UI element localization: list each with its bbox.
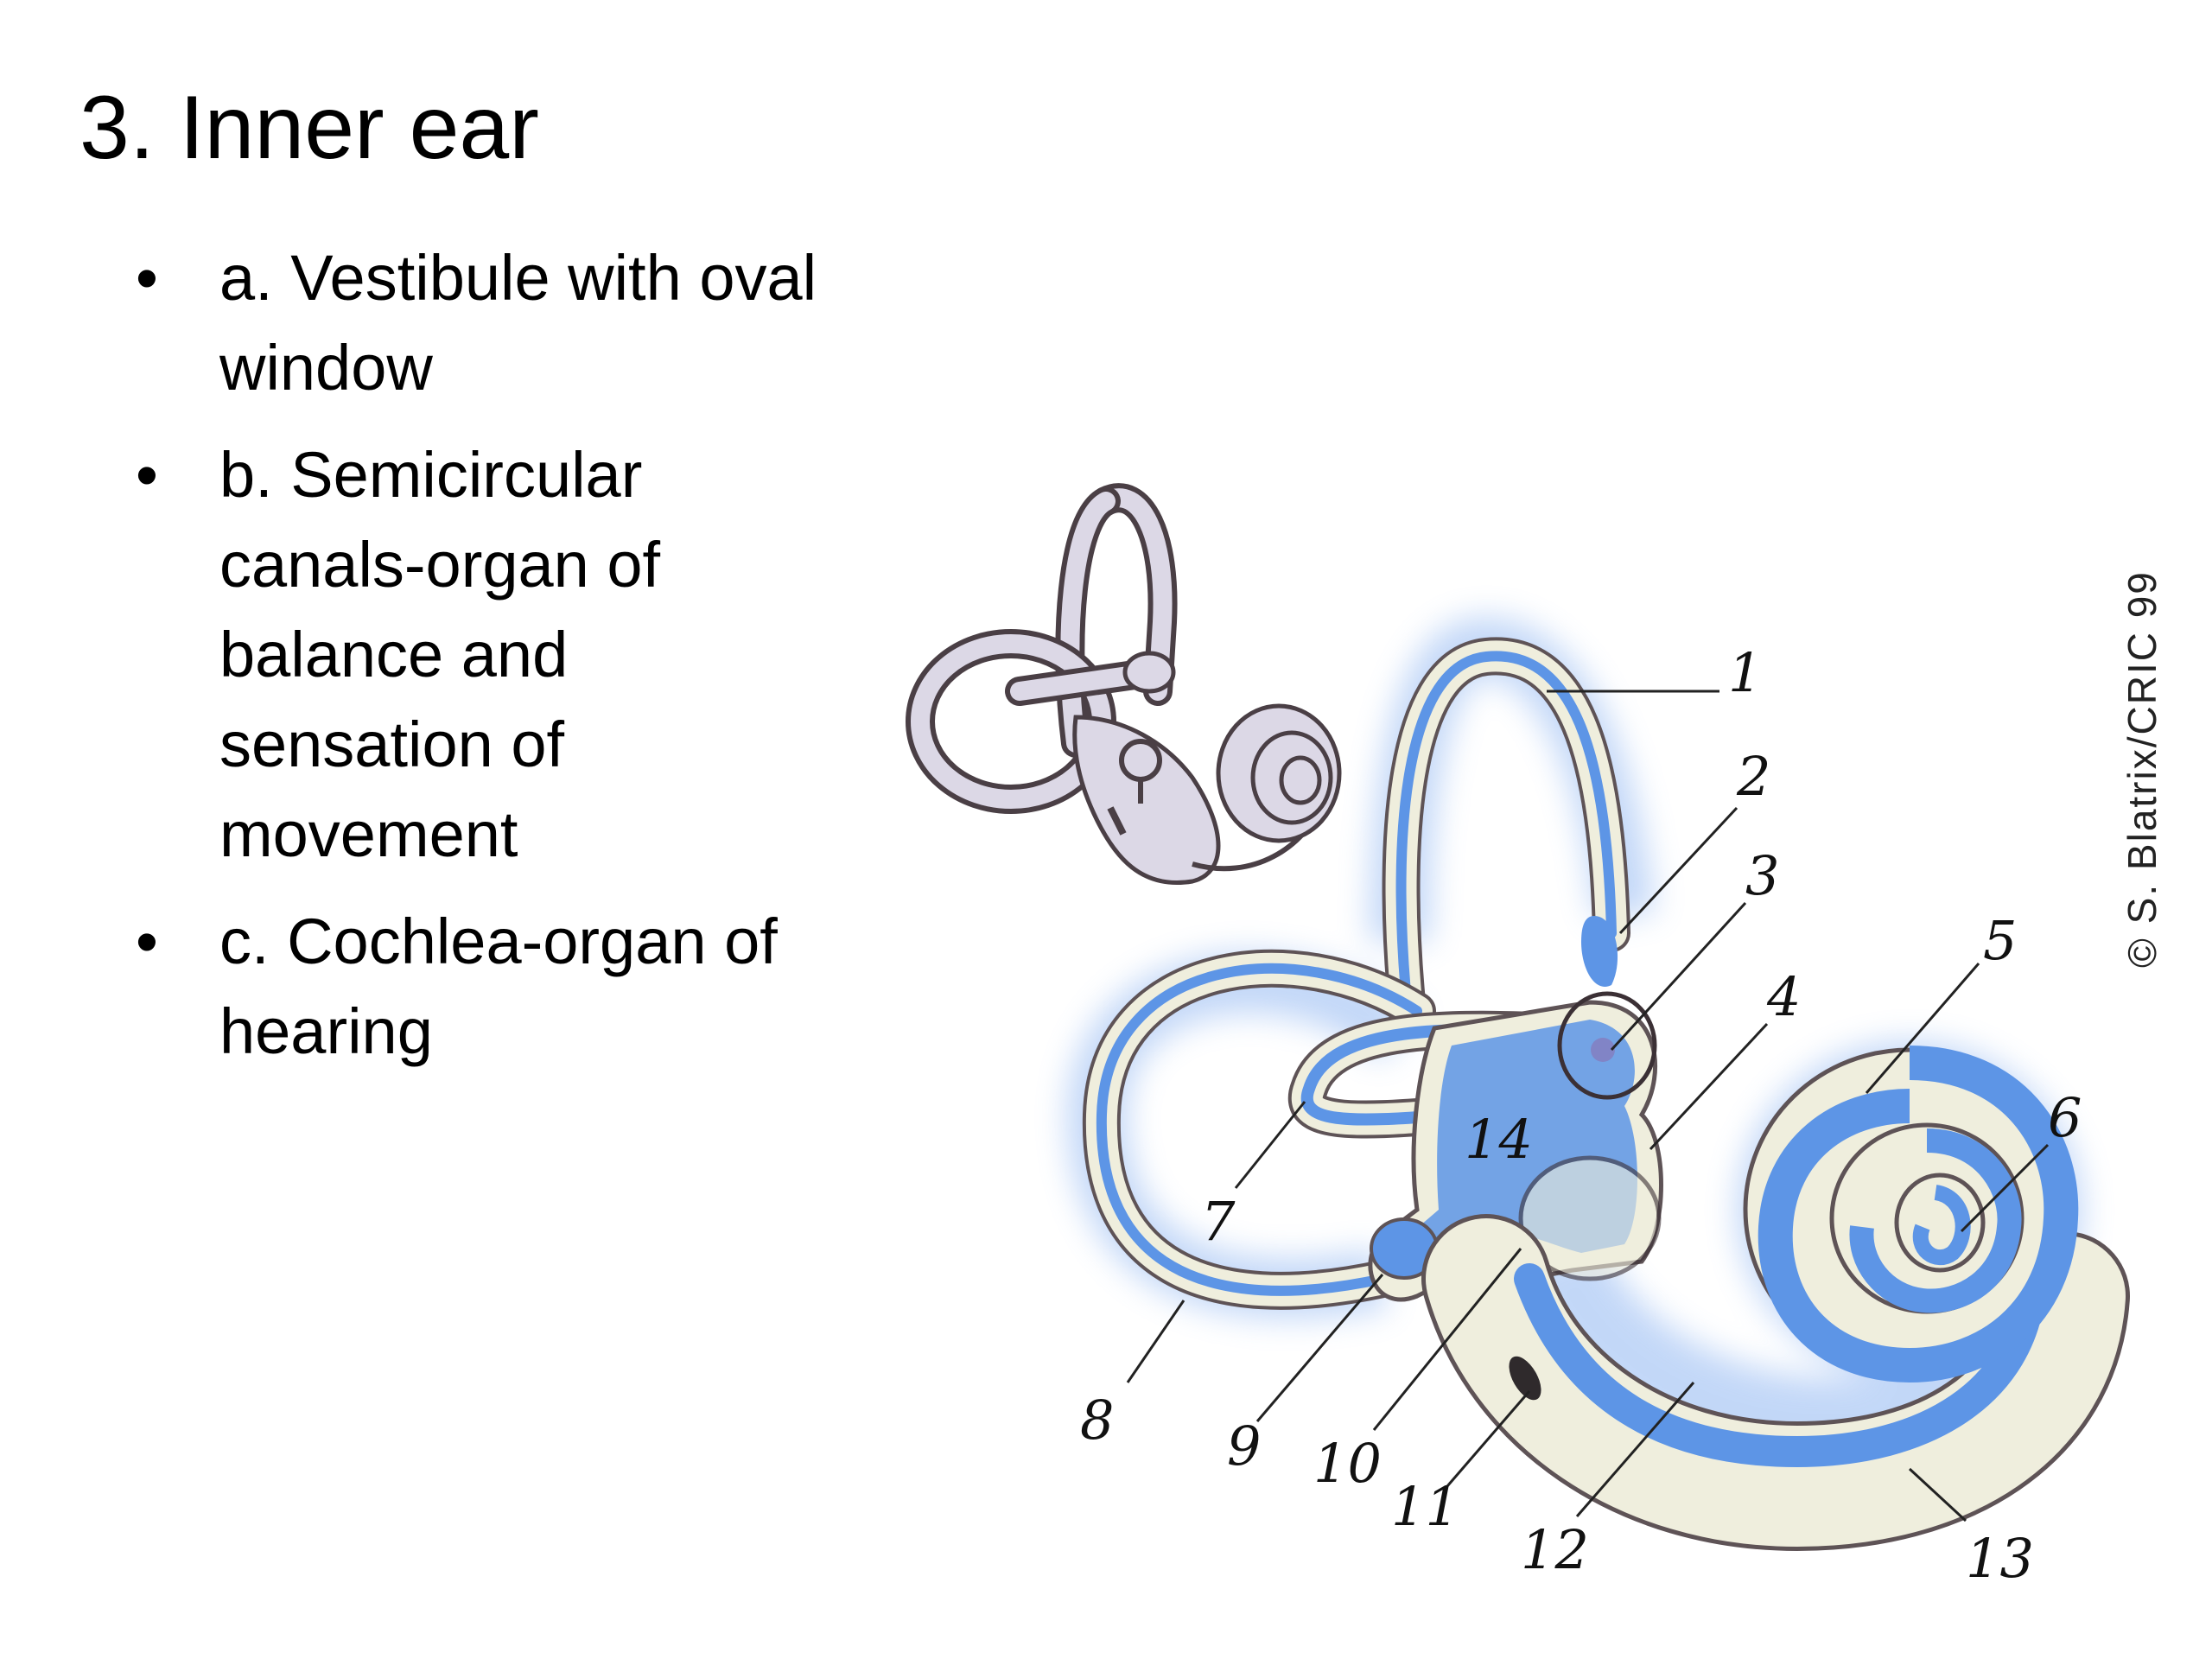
vestibule	[1368, 916, 1663, 1302]
leader-line-12	[1575, 1382, 1695, 1517]
semicircular-canal-posterior	[1082, 949, 1436, 1310]
cochlea	[1421, 1046, 2130, 1552]
bullet-text: c. Cochlea-organ of hearing	[219, 906, 778, 1067]
leader-lines	[1126, 690, 2050, 1522]
slide-title: 3. Inner ear	[79, 78, 539, 178]
label-5: 5	[1983, 909, 2017, 972]
label-14: 14	[1465, 1108, 1533, 1171]
bullet-text: a. Vestibule with oval window	[219, 242, 817, 404]
bullet-text: b. Semicircular canals-organ of balance …	[219, 439, 661, 870]
label-4: 4	[1766, 965, 1801, 1028]
label-6: 6	[2048, 1086, 2082, 1149]
leader-line-4	[1649, 1022, 1769, 1151]
bullet-marker: •	[136, 439, 158, 511]
figure-labels: 1 2 3 4 5 6 7 8 9 10 11 12 13 14	[1080, 641, 2082, 1590]
leader-line-6	[1960, 1143, 2050, 1233]
label-1: 1	[1728, 641, 1762, 704]
bullet-marker: •	[136, 906, 158, 977]
label-9: 9	[1227, 1414, 1261, 1478]
leader-line-5	[1865, 963, 1980, 1094]
leader-line-8	[1126, 1300, 1185, 1383]
label-7: 7	[1201, 1190, 1236, 1253]
label-3: 3	[1745, 844, 1779, 907]
inner-ear-drawing: 1 2 3 4 5 6 7 8 9 10 11 12 13 14 © S. Bl…	[906, 483, 2164, 1590]
leader-line-10	[1372, 1248, 1522, 1431]
label-8: 8	[1080, 1389, 1114, 1452]
bullet-item-semicircular-canals: • b. Semicircular canals-organ of balanc…	[130, 430, 821, 880]
label-12: 12	[1521, 1518, 1589, 1581]
leader-line-11	[1446, 1390, 1531, 1487]
image-credit: © S. Blatrix/CRIC 99	[2120, 570, 2164, 968]
leader-line-9	[1255, 1274, 1384, 1422]
leader-line-2	[1618, 806, 1738, 935]
inner-ear-illustration: 1 2 3 4 5 6 7 8 9 10 11 12 13 14 © S. Bl…	[890, 467, 2195, 1616]
label-2: 2	[1736, 745, 1770, 808]
label-11: 11	[1391, 1475, 1459, 1538]
leader-line-7	[1234, 1101, 1306, 1189]
bullet-item-cochlea: • c. Cochlea-organ of hearing	[130, 897, 821, 1077]
bullet-marker: •	[136, 242, 158, 314]
bullet-item-vestibule: • a. Vestibule with oval window	[130, 233, 821, 413]
bullet-list: • a. Vestibule with oval window • b. Sem…	[130, 233, 821, 1094]
leader-line-13	[1908, 1467, 1967, 1522]
semicircular-canal-anterior	[1382, 637, 1630, 1039]
leader-line-3	[1610, 901, 1747, 1052]
label-10: 10	[1313, 1432, 1382, 1495]
label-13: 13	[1966, 1527, 2034, 1590]
small-inner-ear-thumbnail	[906, 483, 1342, 885]
